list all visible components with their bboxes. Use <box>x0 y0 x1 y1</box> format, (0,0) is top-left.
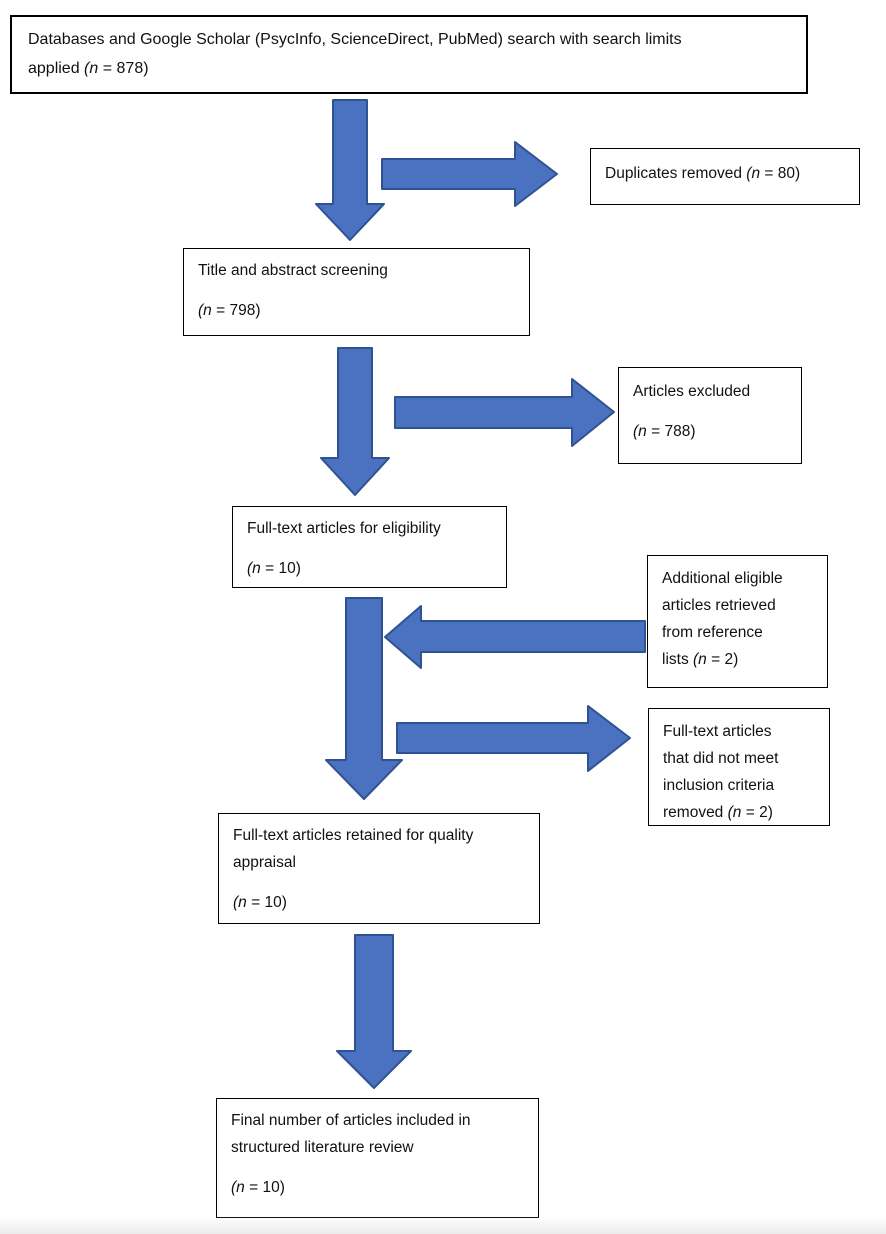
box-final-included-line2: structured literature review <box>231 1139 414 1156</box>
box-retained-quality-appraisal: Full-text articles retained for quality … <box>218 813 540 924</box>
arrow-down-search-to-screening <box>315 99 385 241</box>
box-articles-excluded: Articles excluded (n = 788) <box>618 367 802 464</box>
box-duplicates-removed-text: Duplicates removed (n = 80) <box>605 165 801 182</box>
box-fulltext-not-meeting-line1: Full-text articles <box>663 723 772 740</box>
box-fulltext-not-meeting: Full-text articles that did not meet inc… <box>648 708 830 826</box>
box-fulltext-eligibility: Full-text articles for eligibility (n = … <box>232 506 507 588</box>
box-additional-articles-line3: from reference <box>662 624 763 641</box>
box-fulltext-not-meeting-line2: that did not meet <box>663 750 779 767</box>
box-duplicates-removed: Duplicates removed (n = 80) <box>590 148 860 205</box>
box-articles-excluded-count: (n = 788) <box>633 423 696 440</box>
box-additional-articles-line1: Additional eligible <box>662 570 783 587</box>
box-final-included-line1: Final number of articles included in <box>231 1112 471 1129</box>
box-database-search: Databases and Google Scholar (PsycInfo, … <box>10 15 808 94</box>
page-bottom-fade <box>0 1216 886 1234</box>
box-fulltext-eligibility-count: (n = 10) <box>247 560 301 577</box>
box-fulltext-not-meeting-line3: inclusion criteria <box>663 777 775 794</box>
box-additional-articles: Additional eligible articles retrieved f… <box>647 555 828 688</box>
box-fulltext-eligibility-title: Full-text articles for eligibility <box>247 520 441 537</box>
box-title-abstract-screening-title: Title and abstract screening <box>198 262 388 279</box>
box-title-abstract-screening-count: (n = 798) <box>198 302 261 319</box>
box-retained-quality-appraisal-count: (n = 10) <box>233 894 287 911</box>
arrow-right-to-excluded <box>394 378 615 447</box>
box-final-included: Final number of articles included in str… <box>216 1098 539 1218</box>
box-title-abstract-screening: Title and abstract screening (n = 798) <box>183 248 530 336</box>
box-additional-articles-line2: articles retrieved <box>662 597 776 614</box>
box-additional-articles-line4: lists (n = 2) <box>662 651 739 668</box>
box-database-search-line2: applied (n = 878) <box>28 60 149 77</box>
arrow-down-retained-to-final <box>336 934 412 1089</box>
box-fulltext-not-meeting-line4: removed (n = 2) <box>663 804 773 821</box>
box-database-search-line1: Databases and Google Scholar (PsycInfo, … <box>28 31 682 48</box>
arrow-down-eligibility-to-retained <box>325 597 403 800</box>
box-retained-quality-appraisal-line1: Full-text articles retained for quality <box>233 827 474 844</box>
arrow-right-to-duplicates <box>381 141 558 207</box>
arrow-left-from-additional <box>384 605 646 669</box>
arrow-down-screening-to-eligibility <box>320 347 390 496</box>
box-retained-quality-appraisal-line2: appraisal <box>233 854 296 871</box>
box-articles-excluded-title: Articles excluded <box>633 383 751 400</box>
arrow-right-to-notmeet <box>396 705 631 772</box>
box-final-included-count: (n = 10) <box>231 1179 285 1196</box>
